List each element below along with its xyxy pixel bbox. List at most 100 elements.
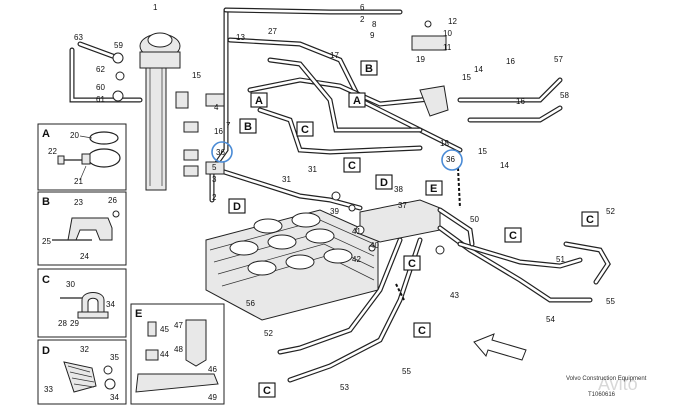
part-8: 8 <box>372 20 377 29</box>
part-52b: 52 <box>264 329 273 338</box>
part-19: 19 <box>416 55 425 64</box>
inset-e: E 45 47 48 44 46 49 <box>130 303 225 405</box>
part-15c: 15 <box>478 147 487 156</box>
watermark-sub: Volvo Construction Equipment <box>566 376 647 382</box>
inset-e-part-45: 45 <box>160 325 169 334</box>
inset-b-letter: B <box>42 196 50 208</box>
part-6: 6 <box>360 3 365 12</box>
inset-d: D 32 35 33 34 <box>37 339 127 405</box>
part-55: 55 <box>606 297 615 306</box>
callout-a-1: A <box>255 95 263 107</box>
callout-c-4: C <box>586 214 594 226</box>
part-54: 54 <box>546 315 555 324</box>
part-4: 4 <box>214 103 219 112</box>
part-12: 12 <box>448 17 457 26</box>
direction-arrow <box>473 333 527 361</box>
part-18: 18 <box>440 139 449 148</box>
inset-c-part-28: 28 <box>58 319 67 328</box>
part-36: 36 <box>216 148 225 157</box>
inset-c-part-30: 30 <box>66 280 75 289</box>
part-14: 14 <box>474 65 483 74</box>
part-58: 58 <box>560 91 569 100</box>
part-2b: 2 <box>212 193 217 202</box>
inset-b-part-26: 26 <box>108 196 117 205</box>
part-50: 50 <box>470 215 479 224</box>
callout-tags: A A B B C C C C C C C D D E <box>228 60 599 398</box>
part-9: 9 <box>370 31 375 40</box>
part-16c: 16 <box>516 97 525 106</box>
part-numbers: 1 2 2 3 4 5 6 8 9 10 11 12 14 14 15 15 1… <box>74 3 615 392</box>
part-40: 40 <box>370 241 379 250</box>
inset-d-part-32: 32 <box>80 345 89 354</box>
callout-c-3: C <box>509 230 517 242</box>
cooler-assembly <box>205 209 379 321</box>
part-14b: 14 <box>500 161 509 170</box>
inset-d-part-34: 34 <box>110 393 119 402</box>
inset-b-part-23: 23 <box>74 198 83 207</box>
part-62: 62 <box>96 65 105 74</box>
callout-b-1: B <box>365 63 373 75</box>
part-59: 59 <box>114 41 123 50</box>
callout-d-2: D <box>380 177 388 189</box>
inset-b-part-25: 25 <box>42 237 51 246</box>
lower-hoses <box>277 207 611 383</box>
drawing-reference: T1060616 <box>588 392 616 398</box>
inset-e-part-49: 49 <box>208 393 217 402</box>
part-1: 1 <box>153 3 158 12</box>
part-11: 11 <box>443 43 452 52</box>
watermark-text: Avito <box>598 374 638 394</box>
callout-c-1: C <box>301 124 309 136</box>
inset-d-part-35: 35 <box>110 353 119 362</box>
part-13: 13 <box>236 33 245 42</box>
valve-block <box>331 20 449 255</box>
inset-e-part-48: 48 <box>174 345 183 354</box>
part-15b: 15 <box>462 73 471 82</box>
part-36b: 36 <box>446 155 455 164</box>
inset-c: C 30 34 28 29 <box>37 268 127 338</box>
inset-d-letter: D <box>42 345 50 357</box>
callout-e-1: E <box>430 183 437 195</box>
callout-c-5: C <box>408 258 416 270</box>
inset-e-part-47: 47 <box>174 321 183 330</box>
part-2: 2 <box>360 15 365 24</box>
part-27: 27 <box>268 27 277 36</box>
part-53: 53 <box>340 383 349 392</box>
inset-a-part-22: 22 <box>48 147 57 156</box>
part-31b: 31 <box>308 165 317 174</box>
part-63: 63 <box>74 33 83 42</box>
part-16b: 16 <box>506 57 515 66</box>
part-57: 57 <box>554 55 563 64</box>
callout-b-2: B <box>244 121 252 133</box>
part-39: 39 <box>330 207 339 216</box>
inset-a: A 20 22 21 <box>37 123 127 191</box>
part-5: 5 <box>212 163 217 172</box>
part-38: 38 <box>394 185 403 194</box>
inset-e-part-46: 46 <box>208 365 217 374</box>
watermark: Avito Volvo Construction Equipment T1060… <box>566 374 647 398</box>
part-41: 41 <box>352 227 361 236</box>
part-16: 16 <box>214 127 223 136</box>
part-42: 42 <box>352 255 361 264</box>
callout-c-6: C <box>418 325 426 337</box>
part-17: 17 <box>330 51 339 60</box>
filter-housing <box>112 32 225 191</box>
inset-e-part-44: 44 <box>160 350 169 359</box>
part-31: 31 <box>282 175 291 184</box>
callout-a-2: A <box>353 95 361 107</box>
inset-b-part-24: 24 <box>80 252 89 261</box>
inset-c-part-34: 34 <box>106 300 115 309</box>
inset-a-part-20: 20 <box>70 131 79 140</box>
detail-markers <box>211 141 463 301</box>
part-51: 51 <box>556 255 565 264</box>
inset-a-letter: A <box>42 128 50 140</box>
part-43: 43 <box>450 291 459 300</box>
part-15: 15 <box>192 71 201 80</box>
inset-d-part-33: 33 <box>44 385 53 394</box>
part-52: 52 <box>606 207 615 216</box>
part-7: 7 <box>226 121 231 130</box>
inset-a-part-21: 21 <box>74 177 83 186</box>
inset-c-part-29: 29 <box>70 319 79 328</box>
callout-d-1: D <box>233 201 241 213</box>
part-56: 56 <box>246 299 255 308</box>
